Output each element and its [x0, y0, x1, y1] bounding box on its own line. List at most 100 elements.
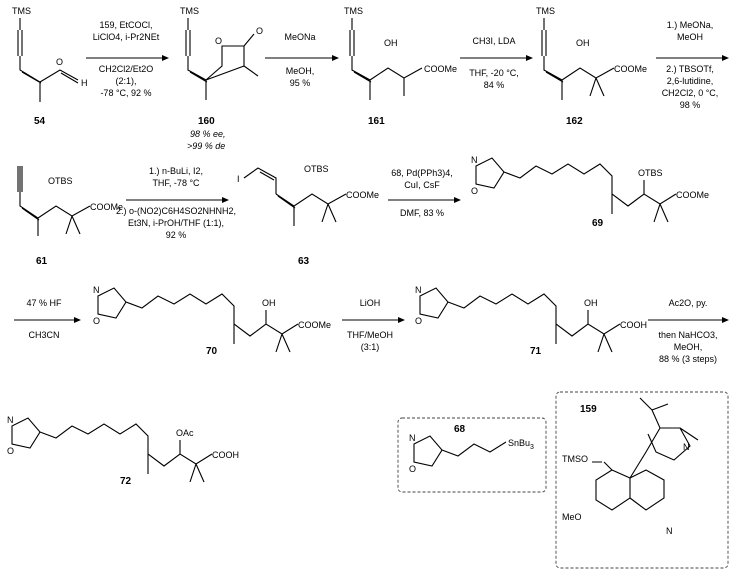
compound-number: 69: [592, 218, 604, 229]
silyl-ether: TMSO: [562, 454, 588, 464]
condition-line: 2.) o-(NO2)C6H4SO2NHNH2,: [116, 206, 236, 216]
compound-71: N O OH COOH 71: [415, 285, 647, 357]
tms-label: TMS: [536, 6, 555, 16]
hydroxyl: OH: [384, 38, 398, 48]
reagent-line: THF, -78 °C: [152, 178, 200, 188]
aldehyde-h: H: [81, 78, 88, 88]
condition-line: 2,6-lutidine,: [667, 76, 714, 86]
compound-number: 159: [580, 404, 597, 415]
compound-number: 68: [454, 424, 466, 435]
carbonyl-o: O: [256, 26, 263, 36]
hydroxyl: OH: [262, 298, 276, 308]
reagent-line: 47 % HF: [26, 298, 62, 308]
condition-line: 88 % (3 steps): [659, 354, 717, 364]
compound-160: TMS O O 160 98 % ee, >99 % de: [180, 6, 263, 151]
stannane: SnBu3: [508, 438, 534, 451]
oxazole-n: N: [409, 433, 416, 443]
compound-63: I OTBS COOMe 63: [237, 164, 379, 267]
reagent-line: MeONa: [284, 32, 315, 42]
ester: COOMe: [298, 320, 331, 330]
reagent-line: LiOH: [360, 298, 381, 308]
reagent-line: Ac2O, py.: [669, 298, 708, 308]
lactone-o: O: [215, 36, 222, 46]
condition-line: 92 %: [166, 230, 187, 240]
quinoline-n: N: [666, 526, 673, 536]
oxazole-n: N: [93, 285, 100, 295]
silyl-ether: OTBS: [304, 164, 329, 174]
compound-61: OTBS COOMe 61: [17, 166, 123, 267]
ester: COOMe: [90, 202, 123, 212]
condition-line: CH2Cl2/Et2O: [99, 64, 154, 74]
condition-line: CH3CN: [28, 330, 59, 340]
quinuclidine-n: N: [683, 442, 690, 452]
step-6: 68, Pd(PPh3)4, CuI, CsF DMF, 83 %: [388, 168, 461, 218]
compound-69: N O OTBS COOMe 69: [471, 155, 709, 229]
oxazole-o: O: [7, 446, 14, 456]
oxazole-n: N: [7, 415, 14, 425]
oxazole-n: N: [415, 285, 422, 295]
reagent-line: CuI, CsF: [404, 180, 440, 190]
reagent-line: LiClO4, i-Pr2NEt: [93, 32, 160, 42]
compound-161: TMS OH COOMe 161: [344, 6, 457, 127]
ee-note: 98 % ee,: [190, 129, 226, 139]
dashed-box: [555, 391, 729, 569]
condition-line: CH2Cl2, 0 °C,: [662, 88, 719, 98]
ester: COOMe: [614, 64, 647, 74]
compound-number: 54: [34, 116, 46, 127]
ester: COOMe: [676, 190, 709, 200]
compound-54: TMS H O 54: [12, 6, 88, 127]
reagent-line: 159, EtCOCl,: [99, 20, 152, 30]
condition-line: (2:1),: [115, 76, 136, 86]
condition-line: Et3N, i-PrOH/THF (1:1),: [128, 218, 224, 228]
step-9: Ac2O, py. then NaHCO3, MeOH, 88 % (3 ste…: [648, 298, 729, 364]
reagent-line: CH3I, LDA: [472, 36, 515, 46]
acetate: OAc: [176, 428, 194, 438]
compound-number: 70: [206, 346, 218, 357]
de-note: >99 % de: [187, 141, 225, 151]
tms-label: TMS: [180, 6, 199, 16]
condition-line: -78 °C, 92 %: [100, 88, 151, 98]
step-3: CH3I, LDA THF, -20 °C, 84 %: [460, 36, 533, 90]
tms-label: TMS: [344, 6, 363, 16]
compound-number: 72: [120, 476, 132, 487]
methoxy: MeO: [562, 512, 582, 522]
hydroxyl: OH: [584, 298, 598, 308]
compound-70: N O OH COOMe 70: [93, 285, 331, 357]
inset-68: N O SnBu3 68: [397, 417, 547, 493]
condition-line: THF/MeOH: [347, 330, 393, 340]
reagent-line: 1.) n-BuLi, I2,: [149, 166, 203, 176]
ester: COOMe: [346, 190, 379, 200]
compound-number: 61: [36, 256, 48, 267]
compound-number: 162: [566, 116, 583, 127]
step-7: 47 % HF CH3CN: [14, 298, 81, 340]
condition-line: 98 %: [680, 100, 701, 110]
step-2: MeONa MeOH, 95 %: [265, 32, 339, 88]
silyl-ether: OTBS: [48, 176, 73, 186]
oxazole-o: O: [471, 186, 478, 196]
ester: COOMe: [424, 64, 457, 74]
reagent-line: 68, Pd(PPh3)4,: [391, 168, 453, 178]
condition-line: 95 %: [290, 78, 311, 88]
oxazole-n: N: [471, 155, 478, 165]
iodide: I: [237, 174, 240, 184]
compound-162: TMS OH COOMe 162: [536, 6, 647, 127]
inset-159: N N TMSO MeO 159: [555, 391, 729, 569]
reagent-line: 1.) MeONa,: [667, 20, 714, 30]
condition-line: 84 %: [484, 80, 505, 90]
step-1: 159, EtCOCl, LiClO4, i-Pr2NEt CH2Cl2/Et2…: [86, 20, 169, 98]
silyl-ether: OTBS: [638, 168, 663, 178]
step-8: LiOH THF/MeOH (3:1): [342, 298, 405, 352]
condition-line: MeOH,: [286, 66, 315, 76]
condition-line: DMF, 83 %: [400, 208, 444, 218]
compound-number: 71: [530, 346, 542, 357]
dashed-box: [397, 417, 547, 493]
reagent-line: MeOH: [677, 32, 703, 42]
step-5: 1.) n-BuLi, I2, THF, -78 °C 2.) o-(NO2)C…: [116, 166, 236, 240]
compound-72: N O OAc COOH 72: [7, 415, 239, 487]
oxazole-o: O: [409, 464, 416, 474]
condition-line: then NaHCO3,: [658, 330, 717, 340]
compound-number: 160: [198, 116, 215, 127]
condition-line: (3:1): [361, 342, 380, 352]
hydroxyl: OH: [576, 38, 590, 48]
oxazole-o: O: [415, 316, 422, 326]
